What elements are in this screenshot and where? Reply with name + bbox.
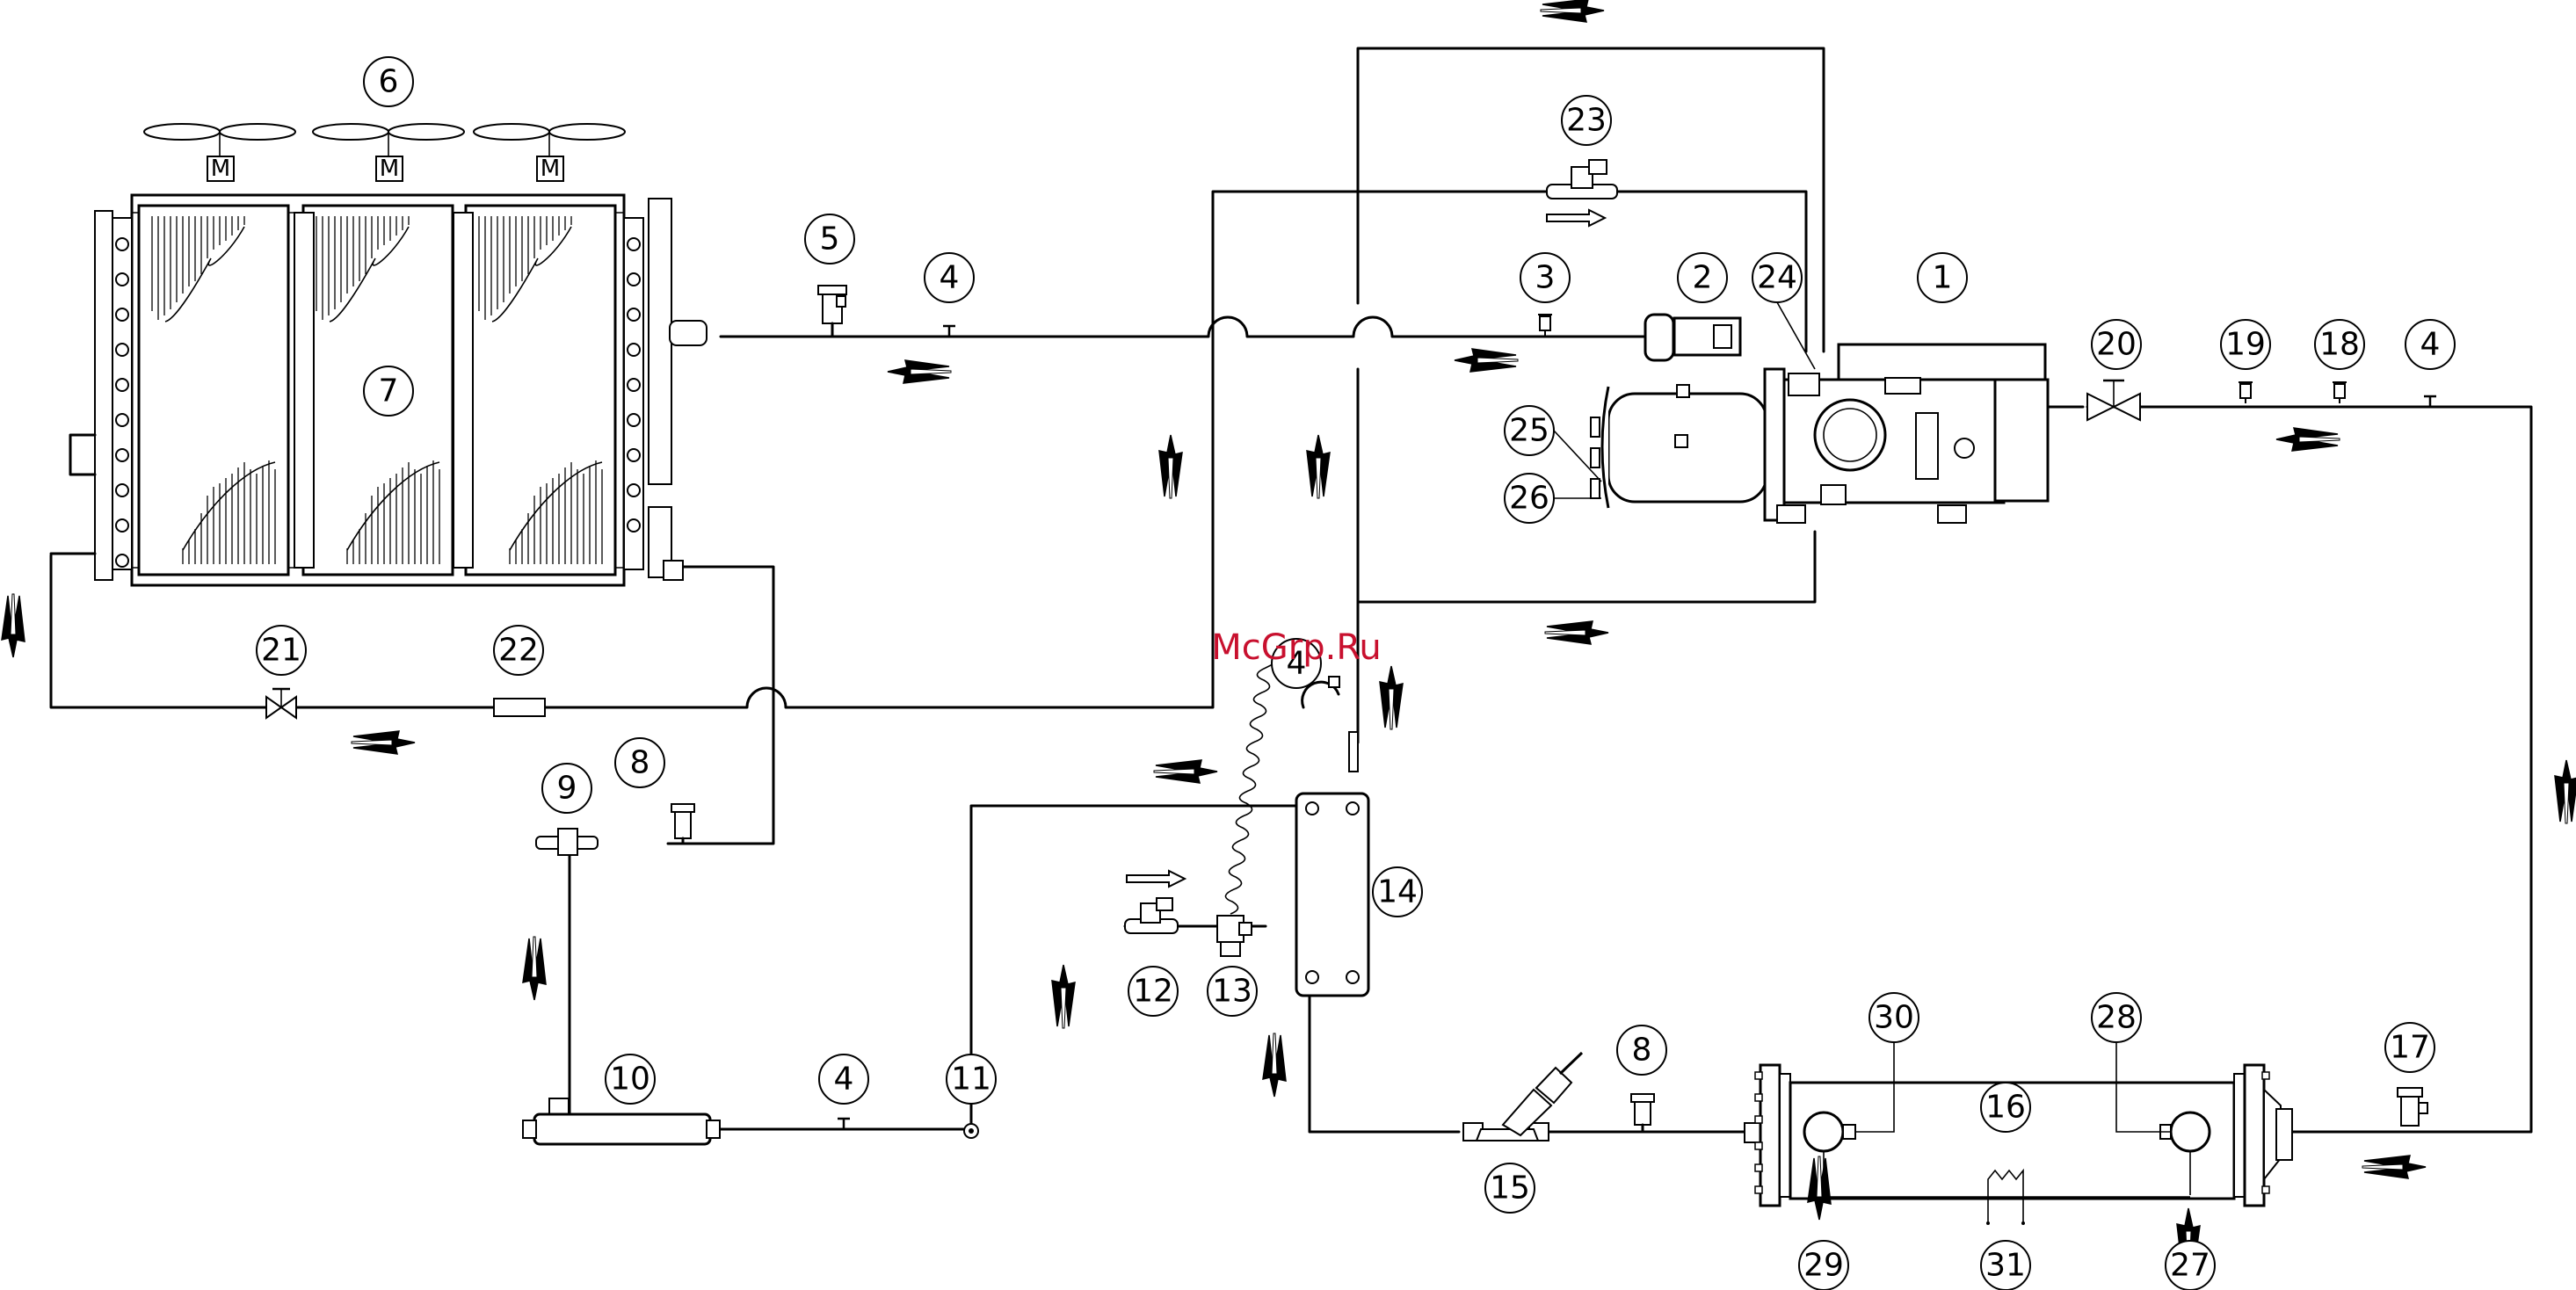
expansion-valve-icon (1217, 916, 1252, 956)
svg-text:17: 17 (2390, 1030, 2430, 1066)
label-13: 13 (1208, 967, 1257, 1016)
svg-text:15: 15 (1490, 1170, 1530, 1207)
label-9: 9 (542, 764, 591, 813)
label-26: 26 (1505, 474, 1554, 523)
svg-text:20: 20 (2096, 327, 2137, 363)
receiver-icon (523, 1098, 720, 1144)
svg-text:31: 31 (1985, 1248, 2026, 1284)
label-18: 18 (2315, 320, 2364, 369)
svg-text:10: 10 (610, 1062, 650, 1098)
svg-text:2: 2 (1693, 260, 1713, 296)
svg-text:M: M (541, 156, 560, 182)
label-7: 7 (364, 366, 413, 416)
valve-icon (266, 689, 296, 718)
svg-text:18: 18 (2319, 327, 2360, 363)
label-15: 15 (1485, 1163, 1535, 1213)
label-21: 21 (257, 626, 306, 675)
label-4a: 4 (925, 253, 974, 302)
svg-text:M: M (211, 156, 230, 182)
svg-text:11: 11 (951, 1062, 991, 1098)
condenser-fans: M M M (144, 124, 625, 182)
strainer-icon (1463, 1053, 1582, 1141)
svg-text:29: 29 (1803, 1248, 1844, 1284)
label-24: 24 (1752, 253, 1802, 302)
label-16: 16 (1981, 1083, 2030, 1132)
screw-compressor-icon (1591, 315, 2048, 523)
svg-text:22: 22 (498, 633, 539, 669)
label-30: 30 (1869, 993, 1919, 1042)
svg-text:8: 8 (630, 745, 650, 781)
svg-text:4: 4 (940, 260, 960, 296)
fan-icon: M (313, 124, 464, 182)
svg-text:3: 3 (1535, 260, 1556, 296)
svg-text:24: 24 (1757, 260, 1797, 296)
label-12: 12 (1128, 967, 1178, 1016)
svg-text:16: 16 (1985, 1090, 2026, 1126)
label-31: 31 (1981, 1241, 2030, 1290)
svg-text:7: 7 (379, 373, 399, 409)
svg-text:25: 25 (1509, 413, 1549, 449)
label-2: 2 (1678, 253, 1727, 302)
filter-drier-icon (494, 699, 545, 716)
valve-icon (2087, 380, 2140, 420)
label-28: 28 (2092, 993, 2141, 1042)
label-25: 25 (1505, 406, 1554, 455)
label-8a: 8 (615, 738, 664, 787)
label-6: 6 (364, 57, 413, 106)
svg-text:8: 8 (1632, 1033, 1652, 1069)
fan-icon: M (144, 124, 295, 182)
label-20: 20 (2092, 320, 2141, 369)
label-5: 5 (805, 214, 854, 264)
label-22: 22 (494, 626, 543, 675)
fan-icon: M (474, 124, 625, 182)
label-4b: 4 (2405, 320, 2455, 369)
solenoid-valve-icon (1125, 898, 1178, 933)
label-11: 11 (947, 1054, 996, 1104)
svg-text:4: 4 (2420, 327, 2441, 363)
label-23: 23 (1562, 96, 1611, 145)
label-3: 3 (1520, 253, 1570, 302)
svg-text:6: 6 (379, 64, 399, 100)
label-19: 19 (2221, 320, 2270, 369)
safety-valve-icon (671, 804, 694, 844)
label-8b: 8 (1617, 1025, 1666, 1075)
plate-heat-exchanger-icon (1296, 794, 1368, 996)
label-27: 27 (2166, 1241, 2215, 1290)
solenoid-valve-icon (1547, 160, 1617, 199)
label-1: 1 (1918, 253, 1967, 302)
svg-text:23: 23 (1566, 103, 1607, 139)
label-4d: 4 (819, 1054, 868, 1104)
svg-text:5: 5 (820, 221, 840, 257)
label-10: 10 (606, 1054, 655, 1104)
svg-text:28: 28 (2096, 1000, 2137, 1036)
svg-text:21: 21 (261, 633, 301, 669)
safety-valve-icon (2398, 1088, 2427, 1126)
svg-text:1: 1 (1933, 260, 1953, 296)
label-17: 17 (2385, 1023, 2435, 1072)
svg-text:27: 27 (2170, 1248, 2210, 1284)
valve-icon (1645, 315, 1673, 360)
svg-text:26: 26 (1509, 481, 1549, 517)
svg-text:19: 19 (2225, 327, 2266, 363)
svg-text:9: 9 (557, 771, 577, 807)
valve-icon (536, 829, 598, 855)
svg-text:30: 30 (1874, 1000, 1914, 1036)
svg-text:M: M (380, 156, 399, 182)
filling-valve-icon (818, 286, 846, 337)
svg-text:14: 14 (1377, 874, 1418, 910)
label-29: 29 (1799, 1241, 1848, 1290)
svg-text:13: 13 (1212, 974, 1252, 1010)
svg-text:4: 4 (834, 1062, 854, 1098)
safety-valve-icon (1631, 1094, 1654, 1132)
svg-text:12: 12 (1133, 974, 1173, 1010)
watermark: McGrp.Ru (1211, 627, 1381, 668)
label-14: 14 (1373, 867, 1422, 917)
